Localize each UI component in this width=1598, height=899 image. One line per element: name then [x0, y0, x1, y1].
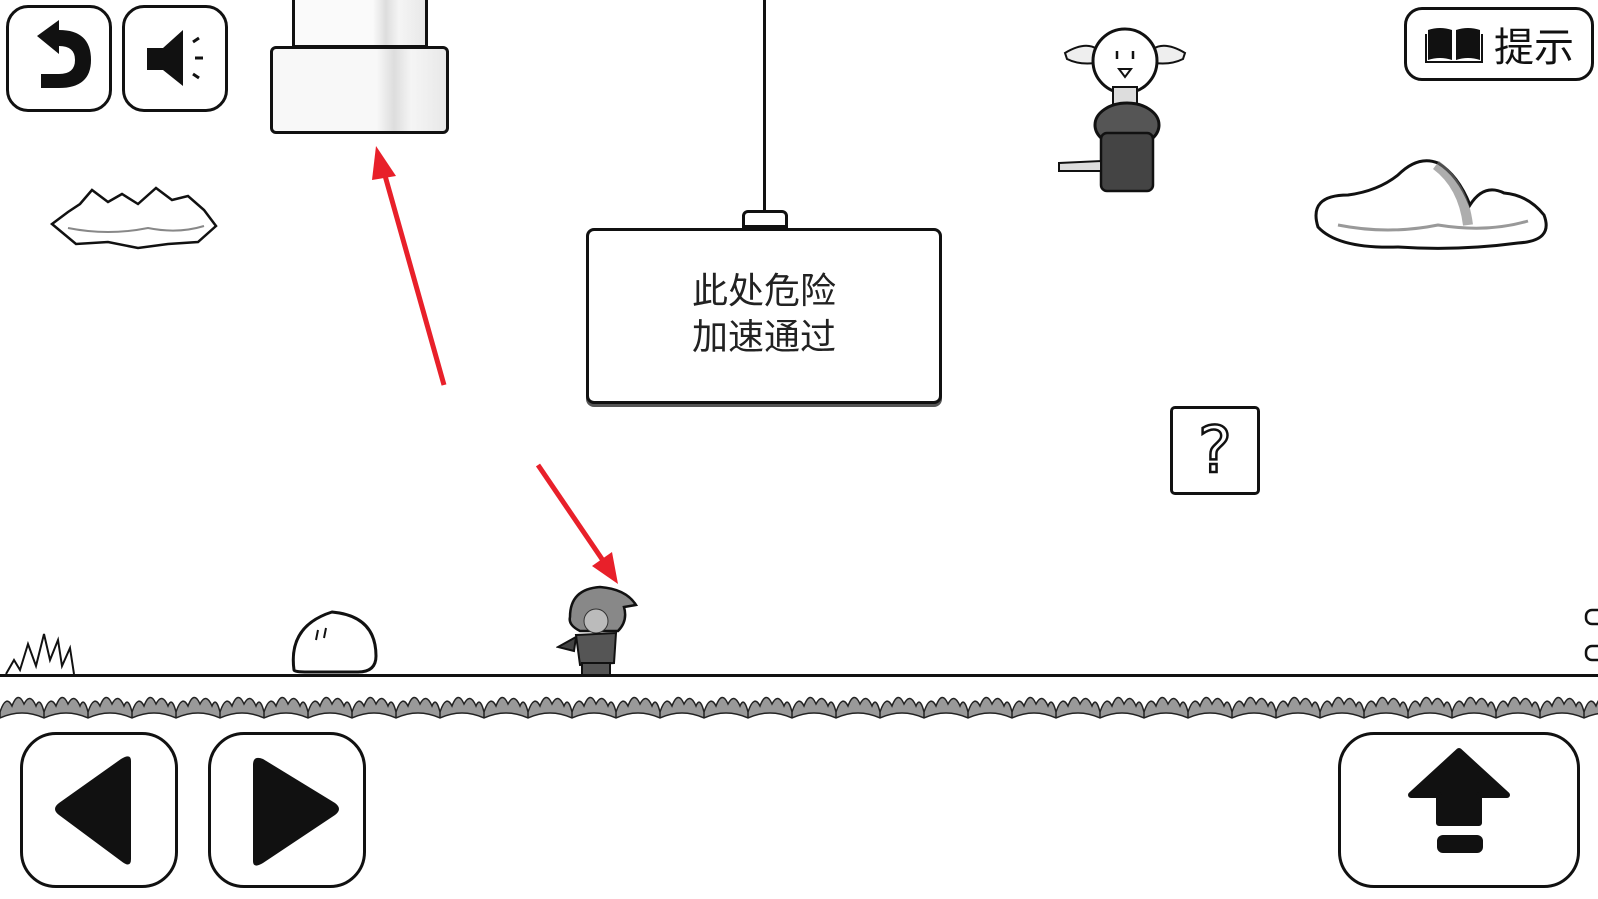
cloud [49, 186, 218, 250]
hint-label: 提示 [1494, 25, 1574, 71]
move-left-button[interactable] [20, 732, 178, 888]
triangle-right-icon [253, 757, 339, 866]
undo-arrow-icon [37, 20, 91, 88]
sound-button[interactable] [122, 5, 228, 112]
grass-strip [0, 688, 1598, 720]
sign-hook [742, 210, 788, 228]
sign-line-2: 加速通过 [691, 317, 836, 358]
offscreen-object [1584, 608, 1598, 662]
slime-enemy [291, 610, 378, 674]
sign-rope [763, 0, 766, 212]
grass-tuft [5, 633, 75, 675]
sign-line-1: 此处危险 [691, 271, 836, 312]
triangle-left-icon [55, 756, 131, 865]
pipe-stem [292, 0, 428, 48]
question-block: ? [1170, 406, 1260, 495]
book-icon [1425, 28, 1483, 63]
move-right-button[interactable] [208, 732, 366, 888]
ground-line [0, 674, 1598, 677]
pipe-top [270, 46, 449, 134]
hint-button[interactable]: 提示 [1404, 7, 1594, 81]
cloud [1314, 159, 1548, 250]
warning-sign: 此处危险 加速通过 [586, 228, 942, 404]
enemy-knight [1058, 27, 1187, 193]
arrow-up-icon [1408, 748, 1510, 853]
back-button[interactable] [6, 5, 112, 112]
annotation-arrow-up [372, 146, 447, 386]
player-character [556, 585, 639, 676]
speaker-icon [147, 30, 203, 86]
jump-button[interactable] [1338, 732, 1580, 888]
annotation-arrow-down [535, 463, 618, 584]
question-mark: ? [1197, 412, 1233, 489]
